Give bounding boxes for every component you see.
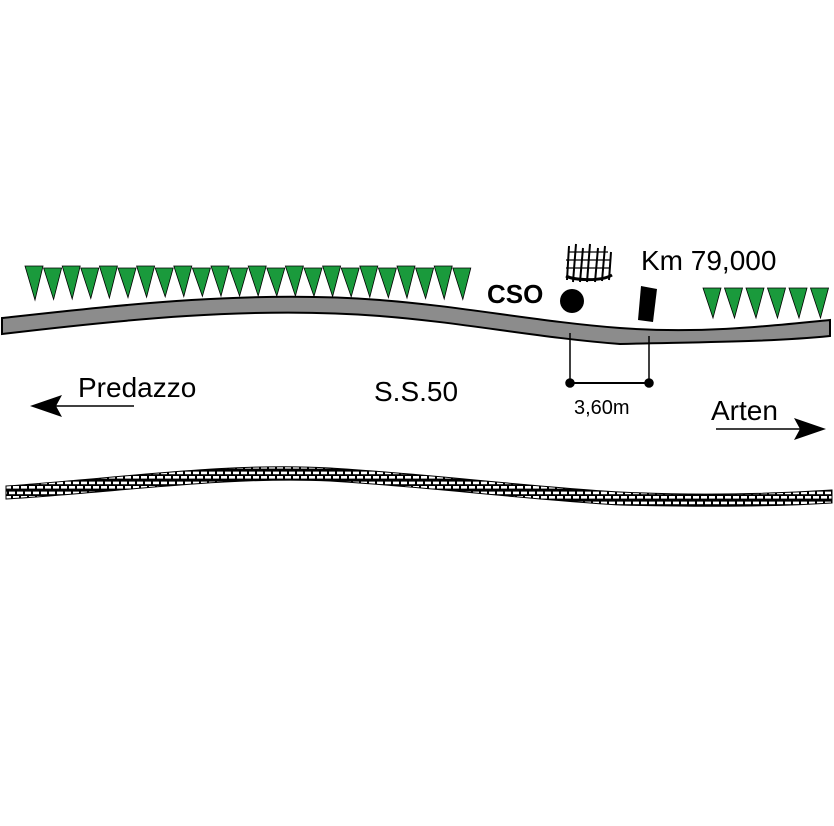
grass-tuft-icon [191,267,211,298]
arrow-left-icon [30,395,134,417]
grass-tuft-icon [98,265,118,300]
grass-tuft-icon [377,267,397,299]
direction-label-predazzo: Predazzo [78,372,196,403]
arrow-right-icon [716,418,826,440]
grass-tuft-icon [210,265,230,298]
distance-label: 3,60m [574,397,630,419]
distance-dimension [565,333,654,388]
grass-tuft-icon [266,267,286,298]
cso-label: CSO [487,279,543,309]
grass-tuft-icon [43,267,63,301]
grass-tuft-icon [766,287,787,320]
grass-tuft-icon [433,265,453,301]
grass-tuft-icon [452,267,472,301]
grass-tuft-icon [359,265,379,299]
km-post-icon [638,286,657,322]
grass-tuft-icon [229,267,249,298]
grass-tuft-icon [284,265,304,298]
grass-strip-right [702,287,830,320]
road-band [1,295,831,346]
grass-tuft-icon [702,287,722,320]
grass-tuft-icon [173,265,193,298]
cso-marker-icon [560,289,584,313]
grass-tuft-icon [303,267,323,298]
grass-tuft-icon [136,265,156,299]
grass-tuft-icon [61,265,81,301]
km-marker-label: Km 79,000 [641,245,776,276]
road-name-label: S.S.50 [374,376,458,407]
grass-tuft-icon [415,267,435,300]
grass-tuft-icon [745,287,765,320]
grass-tuft-icon [154,267,174,299]
grass-tuft-icon [396,265,416,300]
grass-tuft-icon [24,265,44,302]
grass-tuft-icon [340,267,360,299]
grass-tuft-icon [247,265,267,298]
grass-tuft-icon [322,265,342,298]
grass-tuft-icon [809,287,830,320]
grass-strip-left [24,265,472,302]
stone-wall-band [5,466,833,507]
grass-tuft-icon [788,287,808,320]
grass-tuft-icon [723,287,744,320]
shrub-icon [565,243,613,283]
grass-tuft-icon [117,267,137,299]
direction-label-arten: Arten [711,395,778,426]
grass-tuft-icon [80,267,100,300]
